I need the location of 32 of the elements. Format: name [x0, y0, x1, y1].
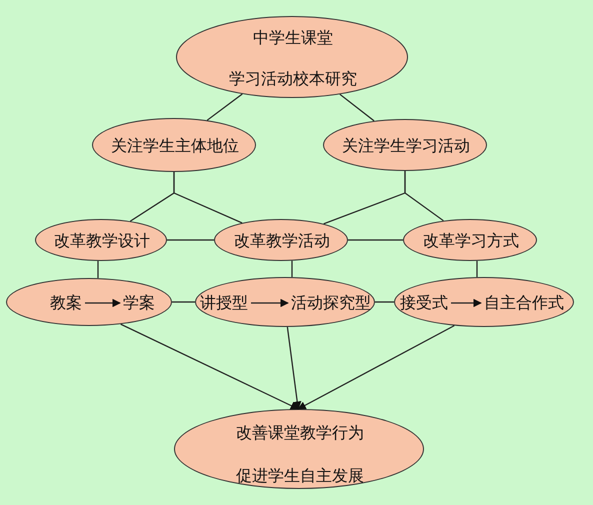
arrow: [85, 298, 121, 308]
step-label: 教案: [50, 294, 82, 312]
connector-line: [167, 239, 214, 241]
connector-line: [173, 172, 242, 224]
connector-line: [404, 171, 444, 222]
ellipse-label: 改革教学活动: [234, 232, 330, 250]
ellipse-label: 改革学习方式: [423, 232, 519, 250]
connector-line: [206, 94, 243, 121]
ellipse-label: 改善课堂教学行为: [236, 424, 364, 442]
ellipse-label: 改革教学设计: [54, 232, 150, 250]
arrow: [286, 326, 302, 410]
step-label: 接受式: [400, 294, 448, 312]
connector-line: [476, 260, 478, 278]
connector-line: [348, 239, 403, 241]
step-label: 自主合作式: [484, 294, 564, 312]
step-label: 学案: [123, 294, 155, 312]
ellipse-label: 学习活动校本研究: [229, 70, 357, 88]
connector-line: [291, 260, 293, 278]
step-label: 讲授型: [200, 294, 248, 312]
connector-line: [340, 94, 374, 122]
connector-line: [97, 261, 99, 278]
arrow: [120, 324, 299, 410]
ellipse-label: 关注学生主体地位: [111, 137, 239, 155]
arrow: [297, 325, 455, 410]
arrow: [251, 298, 289, 308]
ellipse-label: 促进学生自主发展: [236, 467, 364, 485]
connector-line: [172, 301, 195, 303]
ellipse-label: 中学生课堂: [253, 29, 333, 47]
step-label: 活动探究型: [291, 294, 371, 312]
ellipse-label: 关注学生学习活动: [342, 137, 470, 155]
arrow: [451, 298, 482, 308]
connector-line: [375, 301, 394, 303]
